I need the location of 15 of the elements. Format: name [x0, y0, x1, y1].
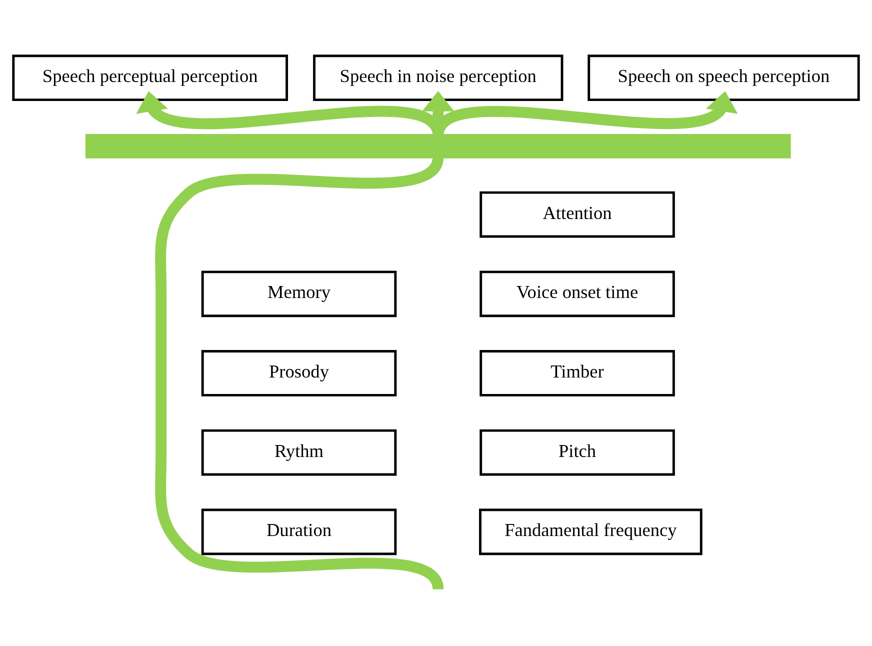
node-box: Voice onset time	[480, 270, 675, 318]
node-box: Timber	[480, 350, 675, 396]
node-box: Speech perceptual perception	[12, 54, 288, 102]
node-box: Fandamental frequency	[479, 508, 702, 556]
node-box: Pitch	[480, 429, 675, 476]
node-box: Attention	[480, 191, 675, 238]
node-box: Rythm	[201, 429, 397, 476]
arrow	[422, 90, 454, 136]
node-bar	[85, 134, 791, 158]
node-box: Duration	[201, 508, 397, 556]
node-box: Prosody	[201, 350, 397, 396]
node-box: Speech on speech perception	[588, 54, 860, 102]
connector	[155, 155, 444, 592]
node-box: Memory	[201, 270, 397, 318]
node-box: Speech in noise perception	[313, 54, 564, 102]
